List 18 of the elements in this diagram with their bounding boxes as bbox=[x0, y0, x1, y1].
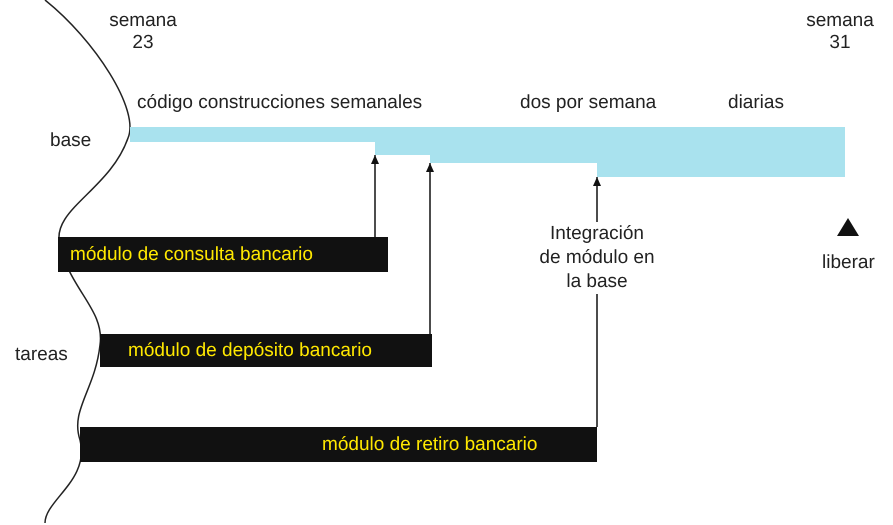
timeline-band bbox=[130, 127, 845, 177]
task-bar bbox=[80, 427, 597, 462]
build-frequency-label: dos por semana bbox=[520, 92, 656, 114]
week-label: semana 23 bbox=[108, 10, 178, 54]
arrow bbox=[371, 155, 379, 237]
task-bar bbox=[100, 334, 432, 367]
edge-label: Integración de módulo en la base bbox=[538, 222, 656, 294]
task-bar bbox=[58, 237, 388, 272]
build-frequency-label: código construcciones semanales bbox=[137, 92, 422, 114]
task-label: módulo de consulta bancario bbox=[70, 244, 313, 266]
arrow bbox=[426, 163, 434, 334]
row-label: tareas bbox=[15, 344, 68, 366]
task-label: módulo de retiro bancario bbox=[322, 434, 538, 456]
milestone-label: liberar bbox=[822, 252, 875, 274]
week-label: semana 31 bbox=[805, 10, 875, 54]
task-label: módulo de depósito bancario bbox=[128, 340, 372, 362]
build-frequency-label: diarias bbox=[728, 92, 784, 114]
row-label: base bbox=[50, 130, 92, 152]
